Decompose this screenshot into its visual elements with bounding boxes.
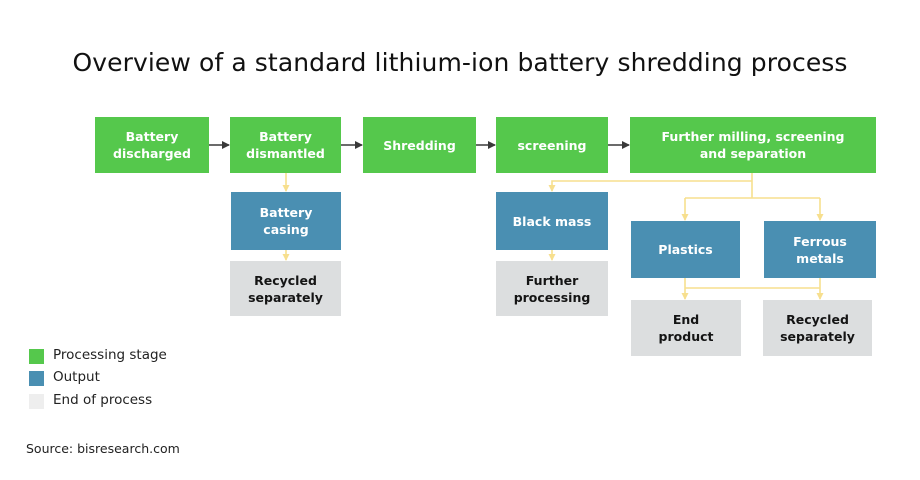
legend-swatch-output (29, 371, 44, 386)
node-further-milling: Further milling, screening and separatio… (630, 117, 876, 173)
legend-swatch-end (29, 394, 44, 409)
legend-swatch-processing (29, 349, 44, 364)
node-recycled-separately-1: Recycled separately (230, 261, 341, 316)
legend-label-output: Output (53, 369, 100, 385)
diagram-title: Overview of a standard lithium-ion batte… (72, 48, 848, 77)
node-ferrous-metals: Ferrous metals (764, 221, 876, 278)
legend-label-processing: Processing stage (53, 347, 167, 363)
node-further-processing: Further processing (496, 261, 608, 316)
node-battery-discharged: Battery discharged (95, 117, 209, 173)
node-recycled-separately-2: Recycled separately (763, 300, 872, 356)
node-battery-casing: Battery casing (231, 192, 341, 250)
source-credit: Source: bisresearch.com (26, 441, 180, 456)
node-battery-dismantled: Battery dismantled (230, 117, 341, 173)
node-shredding: Shredding (363, 117, 476, 173)
arrow-milling-blackmass (548, 180, 752, 192)
node-end-product: End product (631, 300, 741, 356)
legend-label-end: End of process (53, 392, 153, 408)
node-black-mass: Black mass (496, 192, 608, 250)
node-plastics: Plastics (631, 221, 740, 278)
node-screening: screening (496, 117, 608, 173)
